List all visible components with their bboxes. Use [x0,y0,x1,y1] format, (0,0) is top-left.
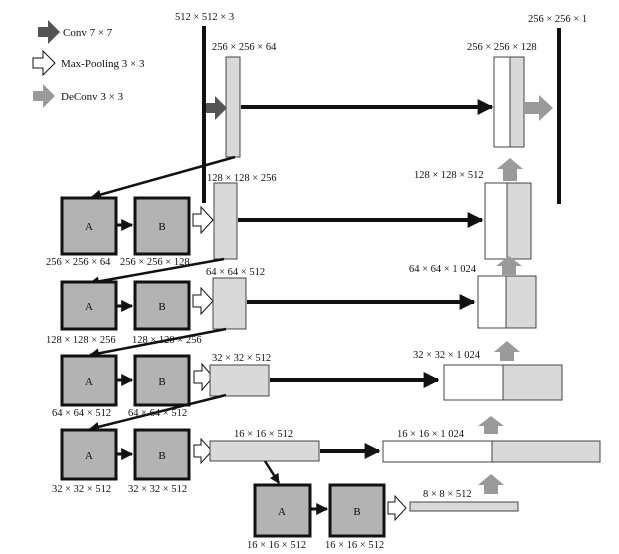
decoder-feature-2-deconv [506,182,532,260]
block-a-row4 [60,354,118,407]
decoder-feature-5-concat [382,440,493,463]
block-a-row3-letter: A [85,301,93,313]
encoder-feature-2-label: 128 × 128 × 256 [207,173,277,184]
decoder-feature-3-label: 64 × 64 × 1 024 [409,264,477,275]
block-b-row6-label: 16 × 16 × 512 [325,540,384,551]
encoder-feature-6 [409,501,519,512]
block-b-row2-label: 256 × 256 × 128 [120,257,190,268]
block-b-row6-letter: B [353,506,360,518]
decoder-feature-1-concat [493,56,511,148]
block-a-row5 [60,428,118,481]
block-a-row2-label: 256 × 256 × 64 [46,257,111,268]
block-b-row3-letter: B [158,301,165,313]
maxpool-arrow-row4-icon [193,362,214,392]
decoder-feature-4-deconv [502,364,563,401]
down-arrow-3 [89,327,227,359]
output-deconv-arrow-icon [525,95,553,121]
block-a-row5-letter: A [85,450,93,462]
encoder-feature-4-label: 32 × 32 × 512 [212,353,271,364]
decoder-feature-1-deconv [509,56,525,148]
block-b-row2-letter: B [158,221,165,233]
down-arrow-2 [89,257,225,287]
block-b-row3 [133,280,191,331]
maxpool-arrow-row2-icon [192,205,214,235]
encoder-feature-6-label: 8 × 8 × 512 [423,489,472,500]
maxpool-arrow-row6-icon [387,494,407,522]
decoder-feature-5-deconv [491,440,601,463]
legend: Conv 7 × 7 Max-Pooling 3 × 3 DeConv 3 × … [32,20,145,108]
deconv-arrow-row4-icon [494,341,520,361]
block-a-row2 [60,196,118,256]
deconv-arrow-row5-icon [478,416,504,434]
legend-deconv-label: DeConv 3 × 3 [61,91,124,103]
encoder-feature-1-label: 256 × 256 × 64 [212,42,277,53]
encoder-feature-3 [212,277,247,330]
block-b-row4-letter: B [158,376,165,388]
decoder-feature-1-label: 256 × 256 × 128 [467,42,537,53]
block-a-row6 [253,483,312,538]
block-a-row6-label: 16 × 16 × 512 [247,540,306,551]
decoder-feature-4-concat [443,364,504,401]
encoder-feature-2 [213,182,238,260]
output-size-label: 256 × 256 × 1 [528,14,587,25]
decoder-feature-5-label: 16 × 16 × 1 024 [397,429,465,440]
encoder-feature-5-label: 16 × 16 × 512 [234,429,293,440]
block-b-row5-label: 32 × 32 × 512 [128,484,187,495]
deconv-arrow-row3-icon [496,256,522,275]
maxpool-arrow-row3-icon [192,286,214,316]
block-a-row3-label: 128 × 128 × 256 [46,335,116,346]
down-arrow-1 [91,155,236,200]
block-a-row2-letter: A [85,221,93,233]
deconv-arrow-icon [33,84,55,108]
decoder-feature-3-concat [477,275,507,329]
decoder-feature-4-label: 32 × 32 × 1 024 [413,350,481,361]
encoder-feature-5 [209,440,320,462]
encoder-feature-3-label: 64 × 64 × 512 [206,267,265,278]
block-a-row4-letter: A [85,376,93,388]
legend-conv-label: Conv 7 × 7 [63,27,113,39]
encoder-feature-4 [209,364,270,397]
block-b-row6 [328,483,386,538]
block-b-row5-letter: B [158,450,165,462]
conv-arrow-icon [38,20,60,44]
block-a-row4-label: 64 × 64 × 512 [52,408,111,419]
block-b-row4 [133,354,191,407]
decoder-feature-2-label: 128 × 128 × 512 [414,170,484,181]
maxpool-arrow-row5-icon [193,437,213,465]
block-a-row3 [60,280,118,331]
block-a-row5-label: 32 × 32 × 512 [52,484,111,495]
down-arrow-5 [263,460,281,484]
input-size-label: 512 × 512 × 3 [175,12,234,23]
block-b-row4-label: 64 × 64 × 512 [128,408,187,419]
encoder-feature-1 [225,56,241,158]
decoder-feature-2-concat [484,182,508,260]
block-b-row5 [133,428,191,481]
deconv-arrow-row2-icon [497,158,523,181]
legend-maxpool-label: Max-Pooling 3 × 3 [61,58,145,70]
block-b-row2 [133,196,191,256]
decoder-feature-3-deconv [505,275,537,329]
block-a-row6-letter: A [278,506,286,518]
deconv-arrow-row6-icon [478,474,504,494]
maxpool-arrow-icon [32,49,56,77]
down-arrow-4 [89,393,227,432]
input-conv-arrow-icon [206,96,227,120]
